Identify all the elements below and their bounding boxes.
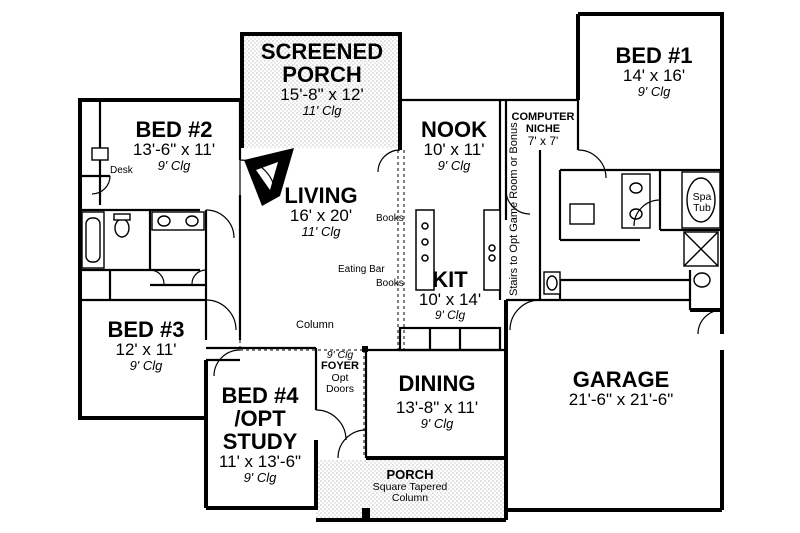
foyer-note-2: Doors <box>325 382 354 395</box>
kitchen-island <box>415 209 501 291</box>
garage-dims: 21'-6" x 21'-6" <box>568 390 674 410</box>
door-swings <box>91 149 723 459</box>
living-label: LIVING 16' x 20' 11' Clg <box>262 184 380 239</box>
screened-porch-name-2: PORCH <box>282 62 362 88</box>
bath-fixtures <box>81 147 721 295</box>
bed1-label: BED #1 14' x 16' 9' Clg <box>590 44 718 99</box>
bed3-label: BED #3 12' x 11' 9' Clg <box>92 318 200 373</box>
screened-porch-ceiling: 11' Clg <box>302 103 342 119</box>
spa-tub-line-2: Tub <box>693 202 711 215</box>
bed4-name-3: STUDY <box>222 429 298 455</box>
foyer-label: 9' Clg FOYER Opt Doors <box>316 349 364 395</box>
porch-note-1: Square Tapered <box>372 480 448 493</box>
dining-dims: 13'-8" x 11' <box>395 398 479 418</box>
dining-name: DINING <box>398 371 476 396</box>
bed4-ceiling: 9' Clg <box>243 470 277 486</box>
kit-ceiling: 9' Clg <box>434 307 466 322</box>
porch-label: PORCH Square Tapered Column <box>340 468 480 504</box>
books-upper-label: Books <box>376 213 404 224</box>
nook-ceiling: 9' Clg <box>437 157 471 173</box>
screened-porch-floor <box>240 34 402 148</box>
screened-porch-name-1: SCREENED <box>260 39 384 64</box>
computer-niche-name-2: NICHE <box>525 122 561 135</box>
bed2-ceiling: 9' Clg <box>157 157 191 173</box>
eating-bar-label: Eating Bar <box>338 264 385 275</box>
nook-name: NOOK <box>421 117 487 142</box>
column-label: Column <box>296 319 334 331</box>
computer-niche-name-1: COMPUTER <box>511 111 575 123</box>
foyer-ceiling: 9' Clg <box>326 349 354 361</box>
exterior-walls <box>78 12 724 522</box>
kit-label: KIT 10' x 14' 9' Clg <box>412 268 488 322</box>
spa-tub-line-1: Spa <box>692 191 712 203</box>
bed1-name: BED #1 <box>615 43 693 68</box>
living-ceiling: 11' Clg <box>301 223 341 239</box>
bed4-name-1: BED #4 <box>221 383 299 408</box>
bed2-label: BED #2 13'-6" x 11' 9' Clg <box>110 118 238 173</box>
porch-note-2: Column <box>391 491 429 504</box>
desk-label: Desk <box>110 165 133 176</box>
nook-label: NOOK 10' x 11' 9' Clg <box>406 118 502 173</box>
foyer-name: FOYER <box>321 360 359 373</box>
foyer-note-1: Opt <box>331 371 349 384</box>
bed4-name-2: /OPT <box>234 406 286 432</box>
front-porch-floor <box>316 460 506 520</box>
column-mark <box>362 346 368 352</box>
bed2-dims: 13'-6" x 11' <box>132 140 216 160</box>
porch-name: PORCH <box>386 467 434 482</box>
dining-label: DINING 13'-8" x 11' 9' Clg <box>372 372 502 431</box>
kit-dims: 10' x 14' <box>418 290 482 310</box>
bed1-ceiling: 9' Clg <box>637 83 671 99</box>
books-lower-label: Books <box>376 278 404 289</box>
bed3-ceiling: 9' Clg <box>129 357 163 373</box>
computer-niche-dims: 7' x 7' <box>527 134 559 149</box>
screened-porch-label: SCREENED PORCH 15'-8" x 12' 11' Clg <box>246 40 398 118</box>
bed4-dims: 11' x 13'-6" <box>218 452 302 472</box>
porch-column-mark <box>362 508 370 518</box>
living-dims: 16' x 20' <box>289 206 353 226</box>
screened-porch-dims: 15'-8" x 12' <box>280 85 364 105</box>
dashed-lines <box>239 150 405 458</box>
spa-tub-label: Spa Tub <box>684 191 720 215</box>
nook-dims: 10' x 11' <box>423 140 485 160</box>
bed1-dims: 14' x 16' <box>622 66 686 86</box>
dining-ceiling: 9' Clg <box>420 415 454 431</box>
garage-name: GARAGE <box>572 367 670 392</box>
bed4-label: BED #4 /OPT STUDY 11' x 13'-6" 9' Clg <box>208 384 312 485</box>
bed2-name: BED #2 <box>135 117 213 142</box>
living-name: LIVING <box>284 183 358 208</box>
garage-label: GARAGE 21'-6" x 21'-6" <box>526 368 716 409</box>
bed3-name: BED #3 <box>107 317 185 342</box>
kit-name: KIT <box>432 267 468 292</box>
computer-niche-label: COMPUTER NICHE 7' x 7' <box>508 111 578 149</box>
stairs-label: Stairs to Opt Game Room or Bonus <box>508 122 520 296</box>
bed3-dims: 12' x 11' <box>115 340 177 360</box>
